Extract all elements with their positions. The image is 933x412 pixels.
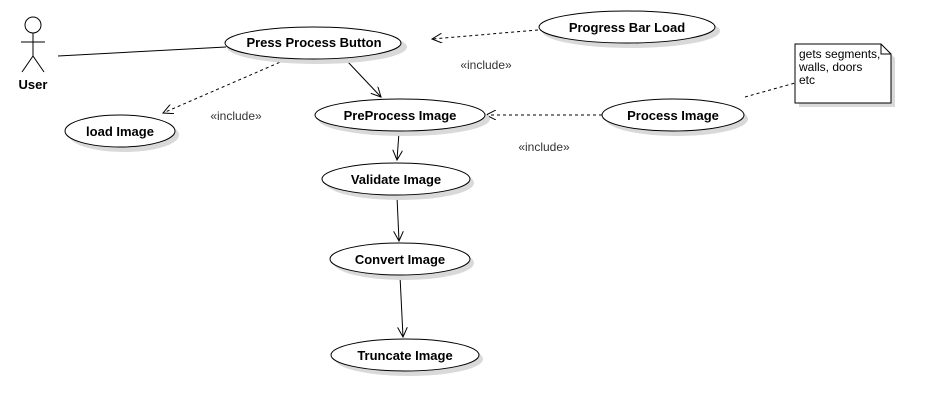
usecase-label-preprocess: PreProcess Image xyxy=(344,108,457,123)
usecase-label-progress-bar: Progress Bar Load xyxy=(569,20,685,35)
usecase-preprocess-image[interactable]: PreProcess Image xyxy=(314,98,490,136)
include-load-label: «include» xyxy=(210,109,262,123)
usecase-ellipse xyxy=(64,114,176,148)
note-fold xyxy=(880,44,891,55)
usecase-press-process[interactable]: Press Process Button xyxy=(224,26,407,64)
flow-validate-convert xyxy=(397,196,399,241)
note[interactable]: gets segments, walls, doors etc xyxy=(794,43,895,107)
usecase-load-image[interactable]: load Image xyxy=(64,114,179,152)
note-line-3: etc xyxy=(799,73,815,87)
usecase-ellipse xyxy=(601,98,745,132)
flow-press-preprocess xyxy=(346,60,381,97)
usecase-label-press-process: Press Process Button xyxy=(246,35,381,50)
include-progress-label: «include» xyxy=(460,58,512,72)
include-load-arrow xyxy=(163,59,286,113)
usecase-label-truncate: Truncate Image xyxy=(357,348,452,363)
usecase-label-process: Process Image xyxy=(627,108,719,123)
usecase-ellipse xyxy=(314,98,486,132)
note-line-2: walls, doors xyxy=(798,60,862,74)
usecase-progress-bar[interactable]: Progress Bar Load xyxy=(538,10,720,48)
usecase-convert-image[interactable]: Convert Image xyxy=(329,242,474,280)
include-process-label: «include» xyxy=(518,140,570,154)
actor-label: User xyxy=(19,77,48,92)
note-anchor xyxy=(744,82,796,98)
flow-convert-truncate xyxy=(400,275,403,337)
actor-left-leg xyxy=(21,55,34,73)
association-user-press xyxy=(57,46,227,57)
usecase-label-load-image: load Image xyxy=(86,124,154,139)
note-body xyxy=(794,43,892,104)
actor-user[interactable]: User xyxy=(19,16,48,92)
usecase-label-convert: Convert Image xyxy=(355,252,445,267)
note-line-1: gets segments, xyxy=(799,47,880,61)
actor-right-leg xyxy=(32,55,45,73)
usecase-ellipse xyxy=(330,338,480,372)
usecase-label-validate: Validate Image xyxy=(351,172,441,187)
include-progress-arrow xyxy=(432,29,539,39)
usecase-validate-image[interactable]: Validate Image xyxy=(321,162,474,200)
usecase-ellipse xyxy=(538,10,716,44)
usecase-ellipse xyxy=(321,162,471,196)
usecase-process-image[interactable]: Process Image xyxy=(601,98,748,136)
actor-head xyxy=(24,16,42,34)
usecase-truncate-image[interactable]: Truncate Image xyxy=(330,338,483,376)
usecase-ellipse xyxy=(224,26,402,60)
usecase-ellipse xyxy=(329,242,471,276)
flow-preprocess-validate xyxy=(397,131,399,160)
